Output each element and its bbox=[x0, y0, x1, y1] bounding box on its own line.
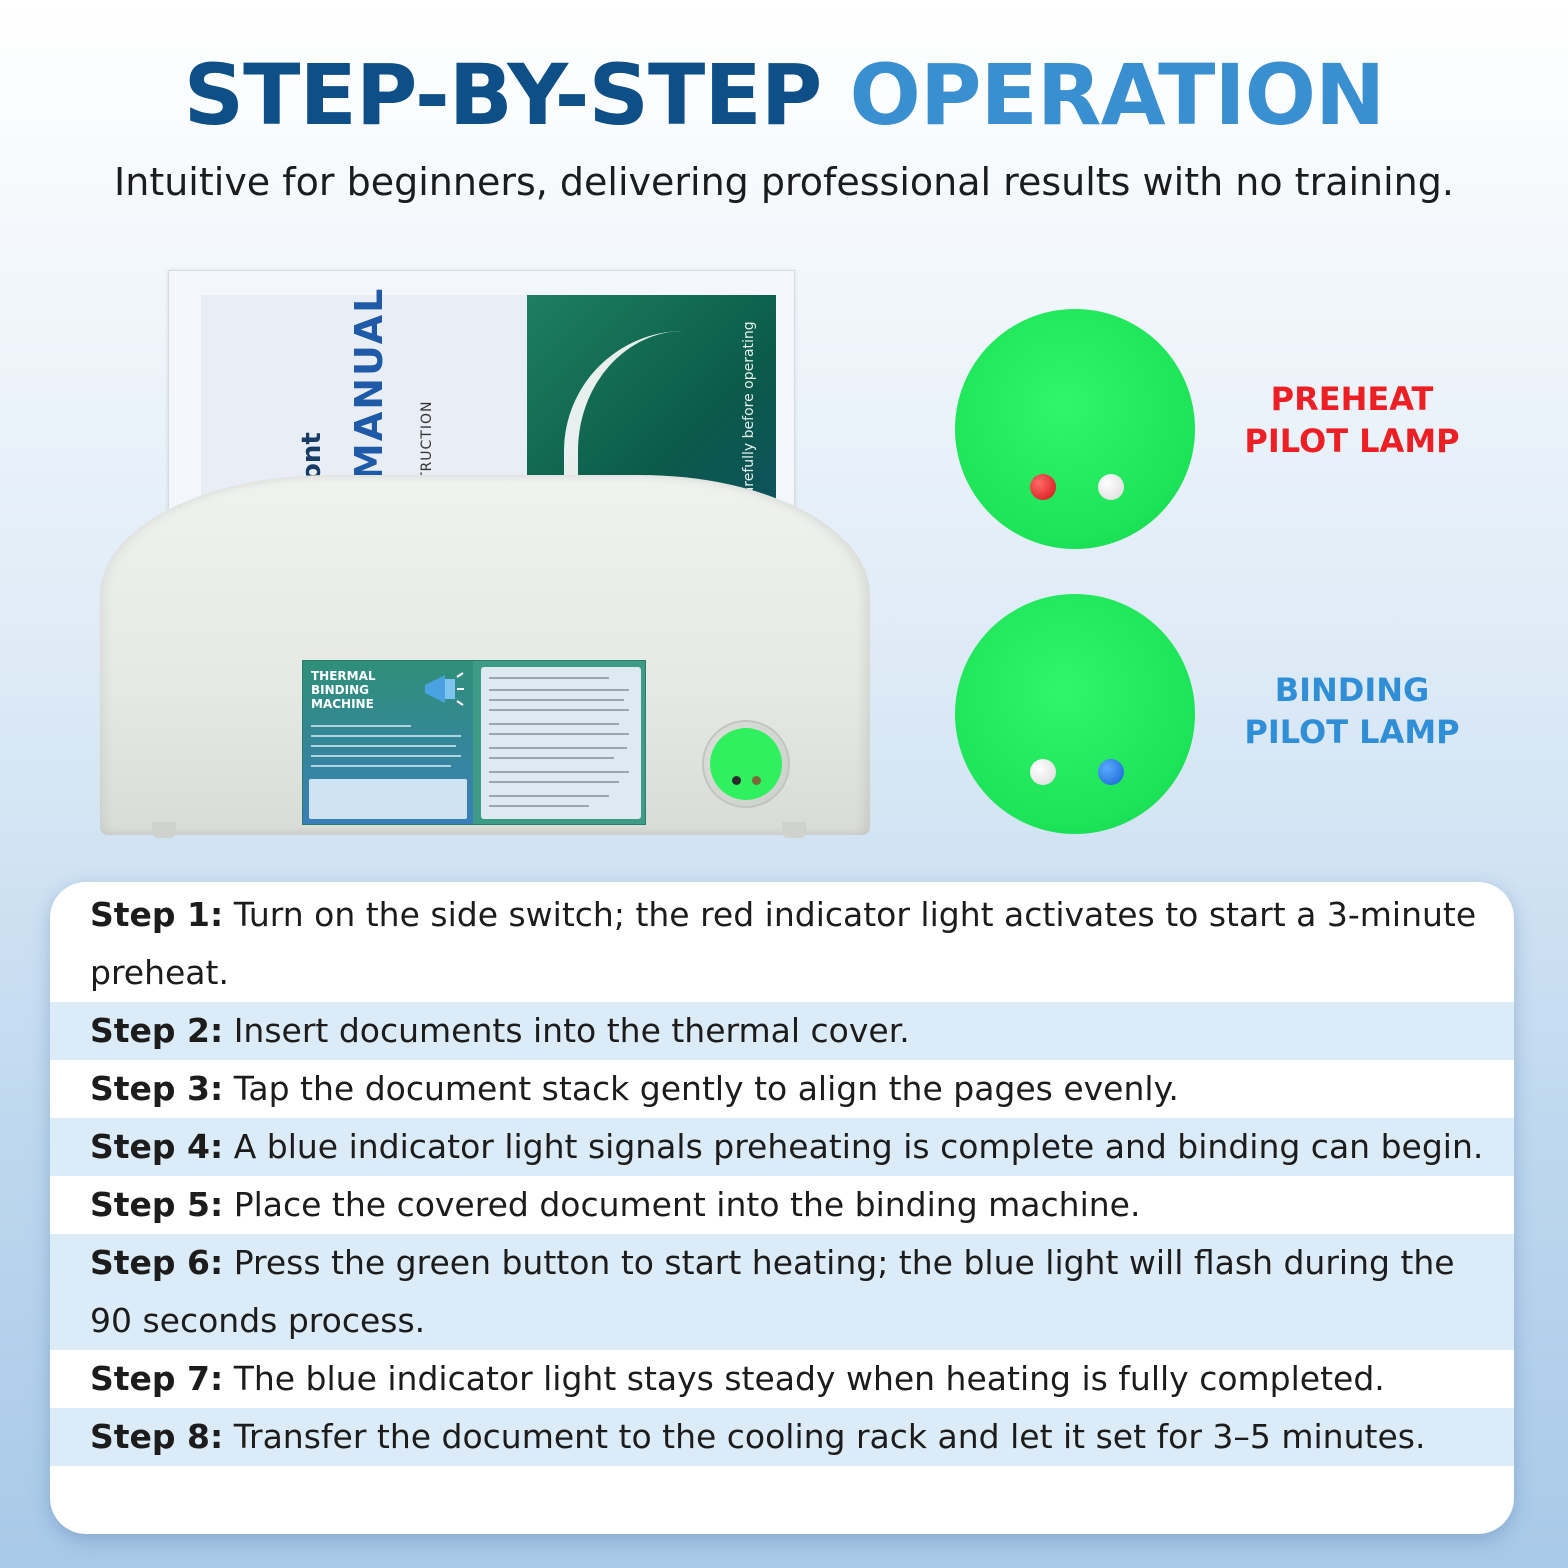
blue-light-icon bbox=[1098, 759, 1124, 785]
white-light-icon bbox=[1030, 759, 1056, 785]
sticker-title: THERMAL BINDING MACHINE bbox=[311, 669, 376, 711]
megaphone-icon bbox=[421, 669, 465, 709]
step-5: Step 5: Place the covered document into … bbox=[90, 1185, 1141, 1224]
red-light-icon bbox=[1030, 474, 1056, 500]
indicator-dot bbox=[752, 776, 761, 785]
binding-lamp-label: BINDING PILOT LAMP bbox=[1244, 671, 1460, 751]
step-6: Step 6: Press the green button to start … bbox=[50, 1234, 1514, 1350]
manual-instruction-text: TRUCTION bbox=[419, 400, 435, 481]
binding-machine-image: ont MANUAL TRUCTION carefully before ope… bbox=[90, 260, 880, 870]
headline-part2: OPERATION bbox=[849, 46, 1386, 144]
manual-title-text: MANUAL bbox=[347, 286, 391, 481]
subtitle: Intuitive for beginners, delivering prof… bbox=[114, 160, 1454, 204]
preheat-lamp-label: PREHEAT PILOT LAMP bbox=[1244, 380, 1460, 460]
preheat-lamp-icon bbox=[955, 309, 1195, 549]
step-7: Step 7: The blue indicator light stays s… bbox=[90, 1359, 1385, 1398]
step-4: Step 4: A blue indicator light signals p… bbox=[50, 1118, 1514, 1176]
binding-lamp-icon bbox=[955, 594, 1195, 834]
headline: STEP-BY-STEP OPERATION bbox=[0, 40, 1568, 150]
manual-brand-text: ont bbox=[297, 432, 327, 481]
manual-care-text: carefully before operating bbox=[741, 321, 757, 503]
instruction-sticker: THERMAL BINDING MACHINE bbox=[302, 660, 646, 825]
step-2: Step 2: Insert documents into the therma… bbox=[50, 1002, 1514, 1060]
white-light-icon bbox=[1098, 474, 1124, 500]
step-3: Step 3: Tap the document stack gently to… bbox=[90, 1069, 1179, 1108]
machine-foot bbox=[782, 822, 806, 838]
start-button[interactable] bbox=[704, 722, 788, 806]
machine-foot bbox=[152, 822, 176, 838]
steps-panel: Step 1: Turn on the side switch; the red… bbox=[50, 882, 1514, 1534]
step-1: Step 1: Turn on the side switch; the red… bbox=[90, 895, 1477, 992]
step-8: Step 8: Transfer the document to the coo… bbox=[50, 1408, 1514, 1466]
indicator-dot bbox=[732, 776, 741, 785]
headline-part1: STEP-BY-STEP bbox=[183, 46, 823, 144]
